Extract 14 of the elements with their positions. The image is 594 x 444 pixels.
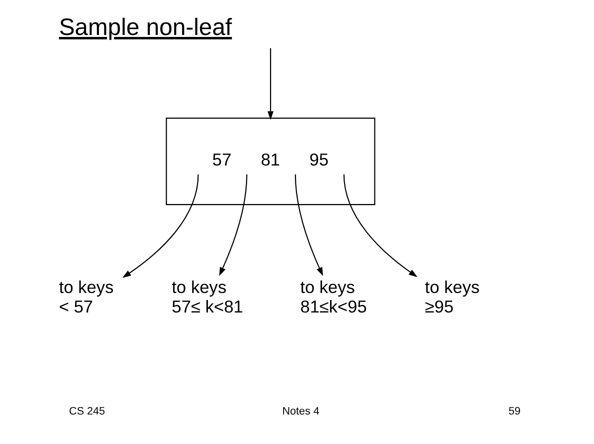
arrow <box>219 174 248 276</box>
label: 59 <box>508 406 521 418</box>
arrow <box>122 174 199 278</box>
node-text: to keys ≥95 <box>424 276 480 316</box>
node-box: 57 81 95 <box>166 118 376 206</box>
node-text: to keys 81≤k<95 <box>300 276 367 316</box>
node-text: to keys 57≤ k<81 <box>172 276 244 316</box>
arrow <box>268 48 274 120</box>
node-text: to keys < 57 <box>58 276 114 316</box>
arrow <box>294 174 324 276</box>
diagram-title: Sample non-leaf <box>58 14 232 41</box>
label: CS 245 <box>69 406 106 418</box>
arrow <box>343 174 418 278</box>
label: Notes 4 <box>282 406 320 418</box>
